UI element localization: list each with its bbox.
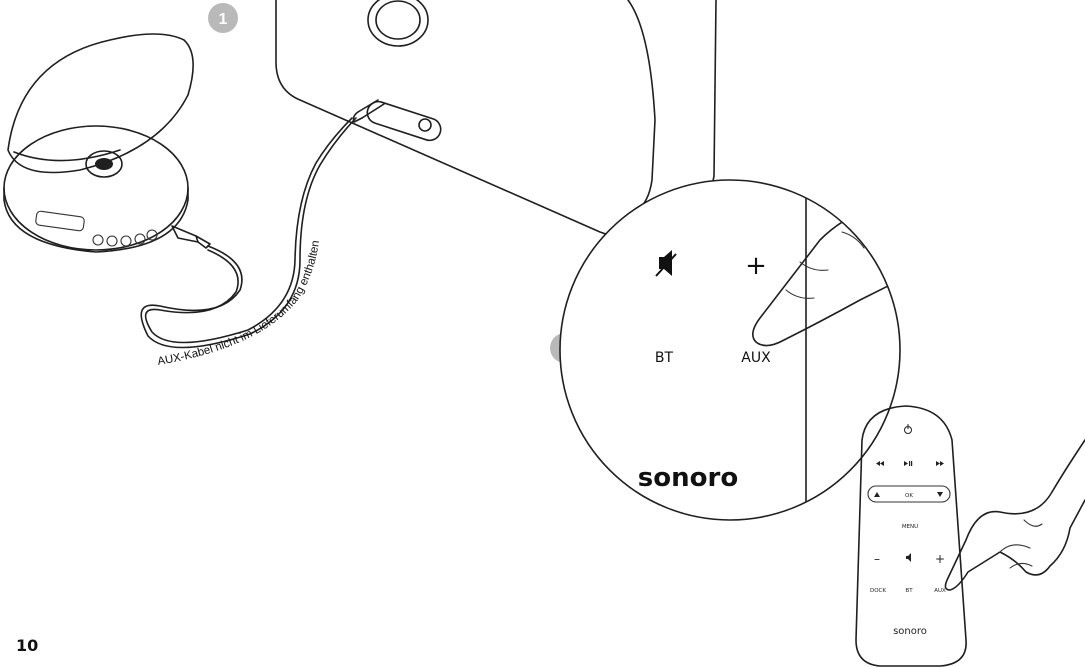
- svg-text:1: 1: [219, 11, 228, 28]
- up-arrow-icon: [874, 492, 880, 497]
- brand-logo: sonoro: [638, 463, 738, 493]
- zoom-panel: + BT AUX sonoro: [560, 170, 920, 530]
- cable-note: AUX-Kabel nicht im Lieferumfang enthalte…: [157, 240, 322, 368]
- remote-aux-label: AUX: [934, 588, 946, 594]
- remote-plus-label: +: [935, 552, 945, 566]
- cd-player-illustration: [4, 34, 210, 252]
- page-number: 10: [16, 636, 38, 655]
- hand-illustration: [945, 440, 1085, 590]
- aux-button-label: AUX: [741, 350, 771, 366]
- remote-menu-label: MENU: [902, 524, 918, 530]
- skip-forward-icon: [936, 461, 944, 466]
- remote-brand-logo: sonoro: [893, 626, 927, 637]
- down-arrow-icon: [937, 492, 943, 497]
- remote-minus-label: –: [874, 552, 880, 566]
- play-pause-icon: [904, 461, 912, 466]
- step-1-badge: 1: [208, 3, 238, 33]
- aux-cable: [141, 118, 356, 348]
- speaker-mute-icon: [906, 553, 911, 562]
- remote-ok-label: OK: [905, 493, 913, 499]
- power-icon: [905, 424, 912, 434]
- remote-dock-label: DOCK: [870, 588, 886, 594]
- bt-button-label: BT: [655, 350, 674, 366]
- skip-back-icon: [876, 461, 884, 466]
- remote-bt-label: BT: [905, 588, 913, 594]
- remote-control: OK MENU – + DOCK BT AUX sonoro: [856, 406, 966, 666]
- volume-plus-label: +: [745, 251, 767, 281]
